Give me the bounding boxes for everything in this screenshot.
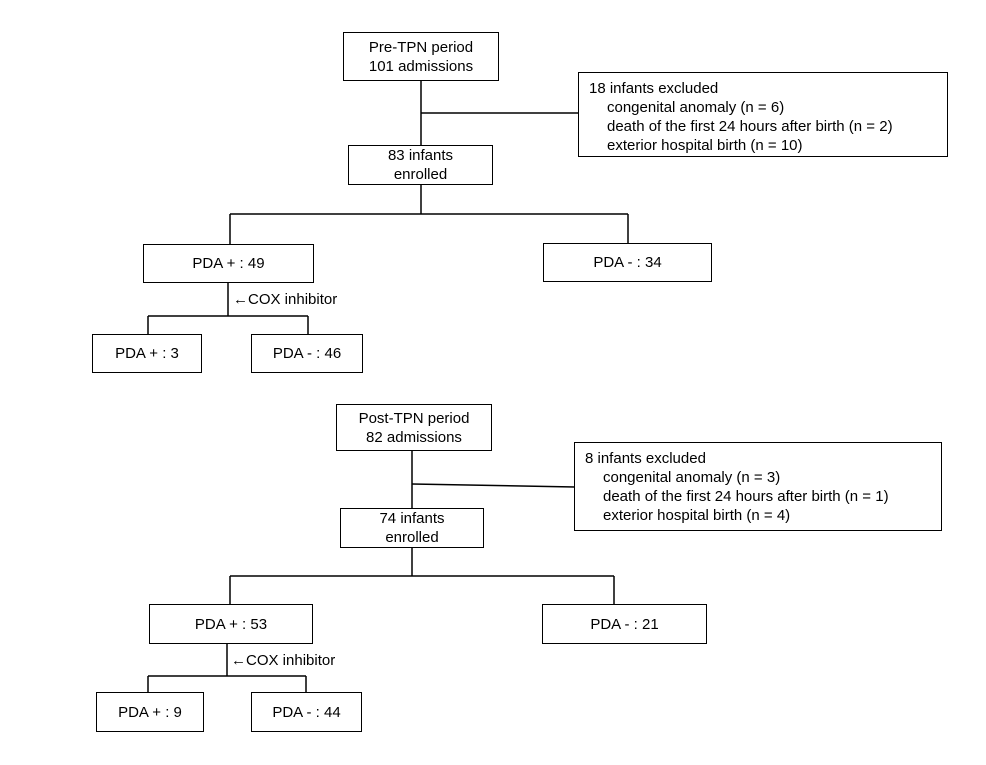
post-pda-negative-box: PDA - : 21 xyxy=(542,604,707,644)
post-after-pda-negative-box: PDA - : 44 xyxy=(251,692,362,732)
period-label: Post-TPN period xyxy=(358,409,470,427)
excluded-item: death of the first 24 hours after birth … xyxy=(607,118,893,135)
excluded-item: death of the first 24 hours after birth … xyxy=(603,488,889,505)
pda-positive-count: PDA + : 3 xyxy=(115,345,179,362)
excluded-item: exterior hospital birth (n = 10) xyxy=(607,137,803,154)
pre-after-pda-negative-box: PDA - : 46 xyxy=(251,334,363,373)
enrolled-count: 83 infants xyxy=(387,147,454,164)
period-label: Pre-TPN period xyxy=(368,38,474,56)
pre-cox-inhibitor-label: ←COX inhibitor xyxy=(233,291,338,308)
post-tpn-period-box: Post-TPN period 82 admissions xyxy=(336,404,492,451)
pda-negative-count: PDA - : 21 xyxy=(590,615,659,633)
pre-tpn-period-box: Pre-TPN period 101 admissions xyxy=(343,32,499,81)
excluded-title: 18 infants excluded xyxy=(589,80,719,97)
pre-pda-positive-box: PDA + : 49 xyxy=(143,244,314,283)
excluded-item: congenital anomaly (n = 6) xyxy=(607,99,785,116)
pda-negative-count: PDA - : 34 xyxy=(593,254,662,271)
enrolled-count: 74 infants xyxy=(379,510,445,527)
pre-enrolled-box: 83 infants enrolled xyxy=(348,145,493,185)
connector xyxy=(411,483,576,488)
pre-excluded-box: 18 infants excluded congenital anomaly (… xyxy=(578,72,948,157)
pda-positive-count: PDA + : 49 xyxy=(192,255,265,272)
pda-negative-count: PDA - : 44 xyxy=(272,703,341,721)
admissions-count: 101 admissions xyxy=(368,57,474,75)
post-after-pda-positive-box: PDA + : 9 xyxy=(96,692,204,732)
pda-positive-count: PDA + : 53 xyxy=(194,615,268,633)
excluded-item: congenital anomaly (n = 3) xyxy=(603,469,781,486)
excluded-item: exterior hospital birth (n = 4) xyxy=(603,507,791,524)
enrolled-label: enrolled xyxy=(385,529,439,546)
post-enrolled-box: 74 infants enrolled xyxy=(340,508,484,548)
post-excluded-box: 8 infants excluded congenital anomaly (n… xyxy=(574,442,942,531)
enrolled-label: enrolled xyxy=(393,166,448,183)
pda-positive-count: PDA + : 9 xyxy=(118,703,182,721)
pre-after-pda-positive-box: PDA + : 3 xyxy=(92,334,202,373)
excluded-title: 8 infants excluded xyxy=(585,450,706,467)
pda-negative-count: PDA - : 46 xyxy=(272,345,342,362)
post-pda-positive-box: PDA + : 53 xyxy=(149,604,313,644)
post-cox-inhibitor-label: ←COX inhibitor xyxy=(231,652,336,669)
pre-pda-negative-box: PDA - : 34 xyxy=(543,243,712,282)
admissions-count: 82 admissions xyxy=(366,428,462,446)
